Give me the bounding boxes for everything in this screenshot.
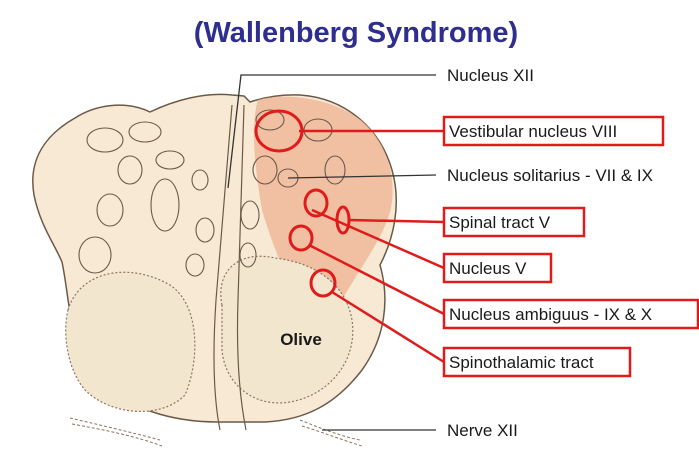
olive-label: Olive [280, 330, 322, 349]
label-nerve-xii: Nerve XII [447, 421, 518, 440]
pyramid-left [66, 272, 195, 411]
diagram-title: (Wallenberg Syndrome) [194, 17, 518, 49]
label-nucleus-xii: Nucleus XII [447, 66, 534, 85]
label-nucleus-ambiguus: Nucleus ambiguus - IX & X [449, 305, 652, 324]
label-boxes [444, 117, 698, 376]
label-nucleus-solitarius: Nucleus solitarius - VII & IX [447, 166, 653, 185]
medulla-cross-section: Olive [33, 94, 396, 446]
label-spinothalamic-tract: Spinothalamic tract [449, 353, 594, 372]
label-vestibular-nucleus: Vestibular nucleus VIII [449, 122, 617, 141]
label-spinal-tract-v: Spinal tract V [449, 213, 551, 232]
label-nucleus-v: Nucleus V [449, 259, 527, 278]
nerve-xii-fibers-right [300, 420, 362, 446]
nerve-xii-fibers-left [70, 418, 162, 446]
